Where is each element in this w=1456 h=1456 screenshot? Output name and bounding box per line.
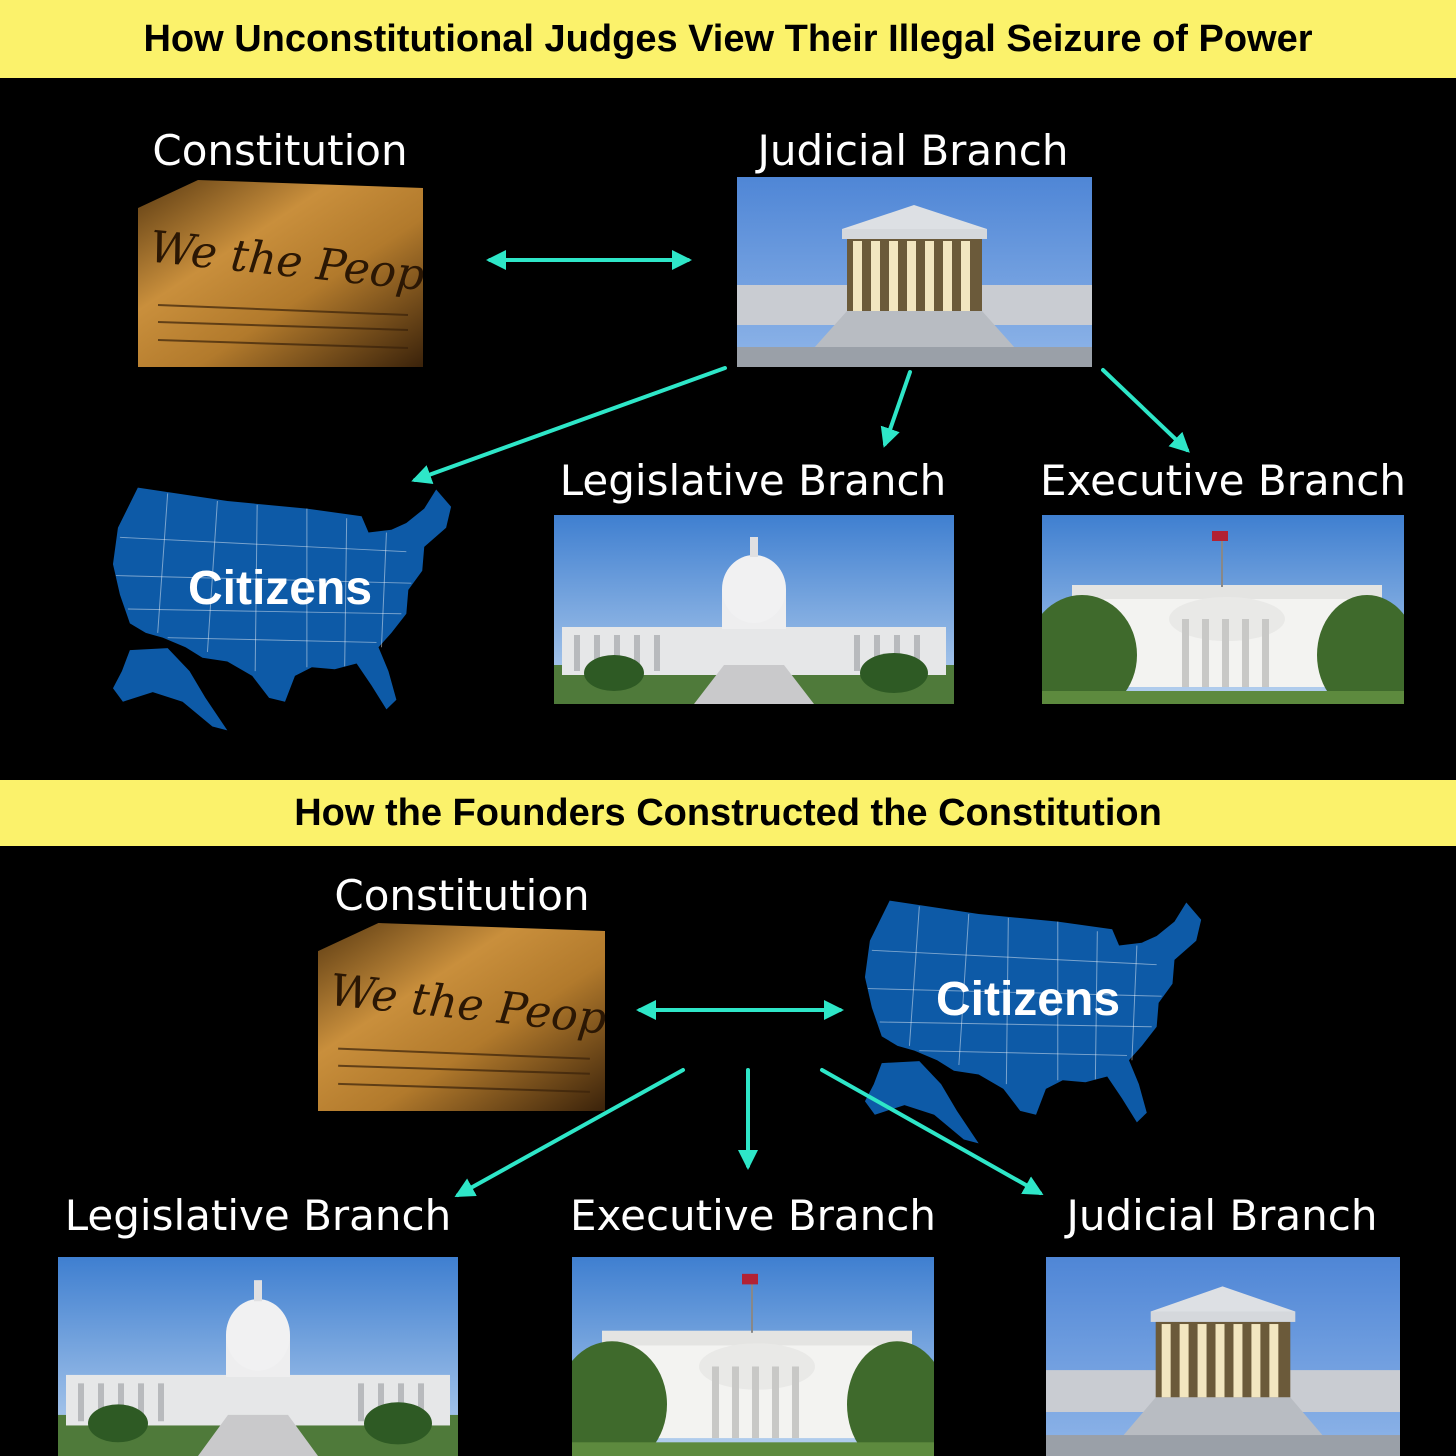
top-title: How Unconstitutional Judges View Their I…	[143, 17, 1313, 60]
bottom-judicial-image	[1046, 1257, 1400, 1456]
bottom-title-banner: How the Founders Constructed the Constit…	[0, 780, 1456, 846]
bottom-citizens-label: Citizens	[935, 973, 1121, 1026]
top-legislative-label: Legislative Branch	[559, 456, 947, 505]
bottom-judicial-label: Judicial Branch	[1066, 1191, 1378, 1240]
top-legislative-image	[554, 515, 954, 704]
bottom-executive-label: Executive Branch	[570, 1191, 936, 1240]
top-constitution-image: We the People	[138, 180, 423, 367]
top-judicial-legislative-arrow	[880, 370, 912, 448]
bottom-title: How the Founders Constructed the Constit…	[294, 791, 1162, 834]
bottom-legislative-image	[58, 1257, 458, 1456]
bottom-executive-image	[572, 1257, 934, 1456]
top-executive-label: Executive Branch	[1040, 456, 1406, 505]
bottom-constitution-label: Constitution	[334, 871, 590, 920]
bottom-constitution-image: We the People	[318, 923, 605, 1111]
top-citizens-label: Citizens	[187, 562, 373, 615]
bottom-legislative-label: Legislative Branch	[64, 1191, 452, 1240]
top-judicial-image	[737, 177, 1092, 367]
top-constitution-label: Constitution	[152, 126, 408, 175]
top-judicial-executive-arrow	[1101, 368, 1190, 453]
top-title-banner: How Unconstitutional Judges View Their I…	[0, 0, 1456, 78]
top-executive-image	[1042, 515, 1404, 704]
top-judicial-label: Judicial Branch	[757, 126, 1069, 175]
